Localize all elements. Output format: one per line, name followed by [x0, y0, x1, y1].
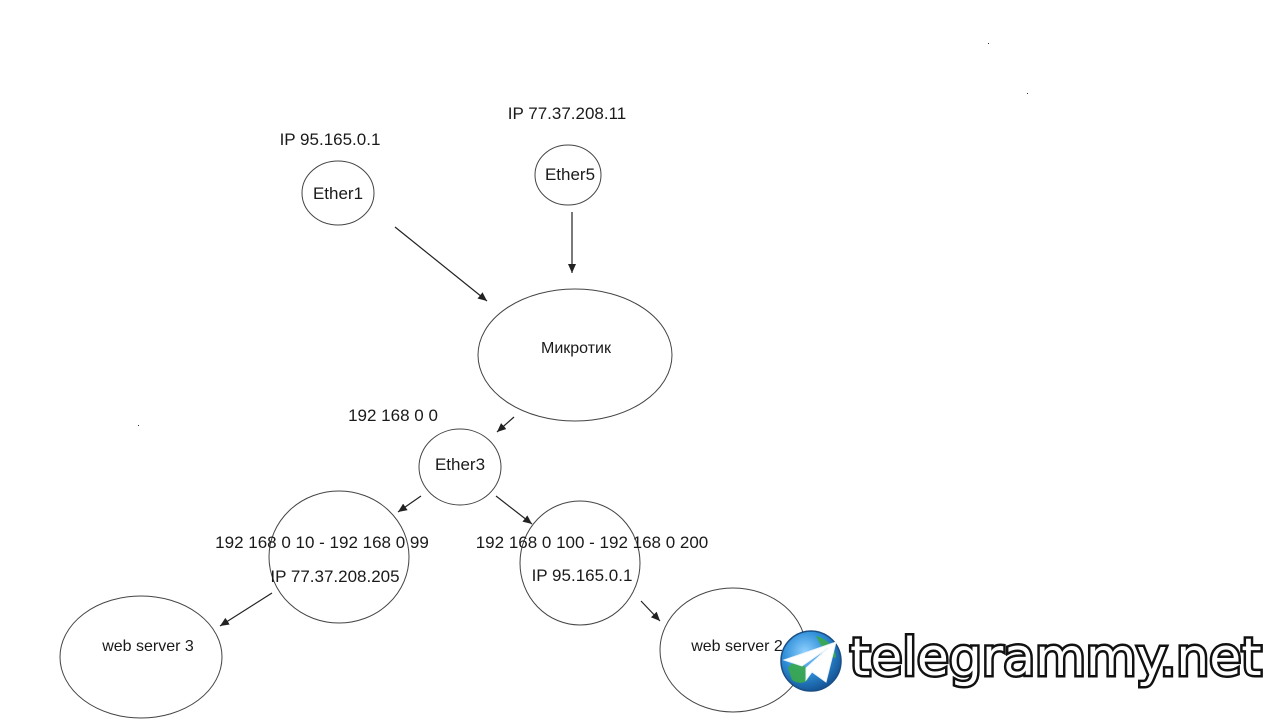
right-ip-label: IP 95.165.0.1 [531, 566, 633, 585]
left-subnet-node [268, 490, 410, 624]
ether5-ip-label: IP 77.37.208.11 [507, 104, 627, 123]
router-node [477, 288, 673, 422]
watermark-text: telegrammy.net [848, 626, 1265, 691]
web-server-3-node [59, 595, 223, 719]
router-label: Микротик [541, 340, 611, 357]
web-server-3-label: web server 3 [102, 638, 194, 655]
arrow-ether3-left [397, 495, 422, 513]
speck [1027, 93, 1028, 94]
arrow-ether1-router [394, 226, 488, 302]
arrow-left-webserver3 [219, 592, 273, 627]
ether5-node [534, 144, 602, 206]
ether5-label: Ether5 [544, 165, 596, 184]
speck [988, 43, 989, 44]
ether3-node [418, 428, 502, 506]
telegrammy-watermark: telegrammy.net [778, 626, 1268, 696]
arrow-router-ether3 [496, 416, 515, 433]
ether1-node [301, 160, 375, 226]
ether1-ip-label: IP 95.165.0.1 [279, 130, 381, 149]
speck [138, 425, 139, 426]
left-ip-label: IP 77.37.208.205 [270, 567, 400, 586]
arrow-right-webserver2 [640, 600, 661, 622]
ether3-network-label: 192 168 0 0 [348, 406, 438, 425]
arrow-ether3-right [495, 495, 533, 525]
telegram-globe-icon [780, 630, 842, 692]
right-subnet-node [519, 500, 641, 626]
ether1-label: Ether1 [312, 184, 364, 203]
left-range-label: 192 168 0 10 - 192 168 0 99 [215, 533, 429, 552]
ether3-label: Ether3 [434, 455, 486, 474]
right-range-label: 192 168 0 100 - 192 168 0 200 [475, 533, 709, 552]
web-server-2-label: web server 2 [691, 638, 783, 655]
